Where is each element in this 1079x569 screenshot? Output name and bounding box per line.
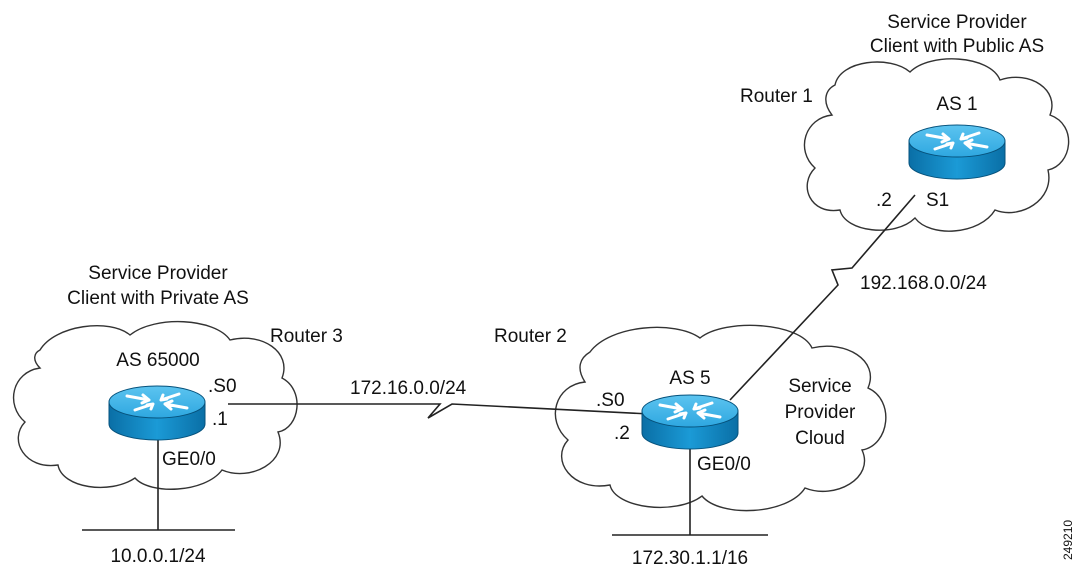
router1-as: AS 1 xyxy=(936,94,977,115)
router2-cloud-line1: Service xyxy=(788,376,851,397)
router3-s0-ip: .1 xyxy=(212,409,228,430)
link-router2-router1 xyxy=(729,194,916,401)
router3-s0: .S0 xyxy=(208,376,237,397)
link-label-r2-r1: 192.168.0.0/24 xyxy=(860,273,987,294)
router3-lan: 10.0.0.1/24 xyxy=(110,546,206,567)
router1-title-line1: Service Provider xyxy=(887,12,1027,33)
router2-s0-ip: .2 xyxy=(614,423,630,444)
router2-as: AS 5 xyxy=(669,368,710,389)
router1-iface-ip: .2 xyxy=(876,190,892,211)
figure-id: 249210 xyxy=(1061,520,1075,560)
router-icon-1 xyxy=(908,124,1006,180)
router3-ge: GE0/0 xyxy=(162,449,216,470)
router2-lan: 172.30.1.1/16 xyxy=(632,548,748,569)
link-router3-router2 xyxy=(228,403,651,419)
router3-title-line1: Service Provider xyxy=(88,263,228,284)
link-label-r3-r2: 172.16.0.0/24 xyxy=(350,378,467,399)
router1-iface: S1 xyxy=(926,190,949,211)
router2-ge: GE0/0 xyxy=(697,454,751,475)
router2-name: Router 2 xyxy=(494,326,567,347)
router-icon-2 xyxy=(641,394,739,450)
router2-cloud-line3: Cloud xyxy=(795,428,845,449)
router3-as: AS 65000 xyxy=(116,350,199,371)
router2-s0: .S0 xyxy=(596,390,625,411)
router3-name: Router 3 xyxy=(270,326,343,347)
router1-title-line2: Client with Public AS xyxy=(870,36,1044,57)
router-icon-3 xyxy=(108,385,206,441)
router1-name: Router 1 xyxy=(740,86,813,107)
router2-cloud-line2: Provider xyxy=(785,402,856,423)
router3-title-line2: Client with Private AS xyxy=(67,288,249,309)
